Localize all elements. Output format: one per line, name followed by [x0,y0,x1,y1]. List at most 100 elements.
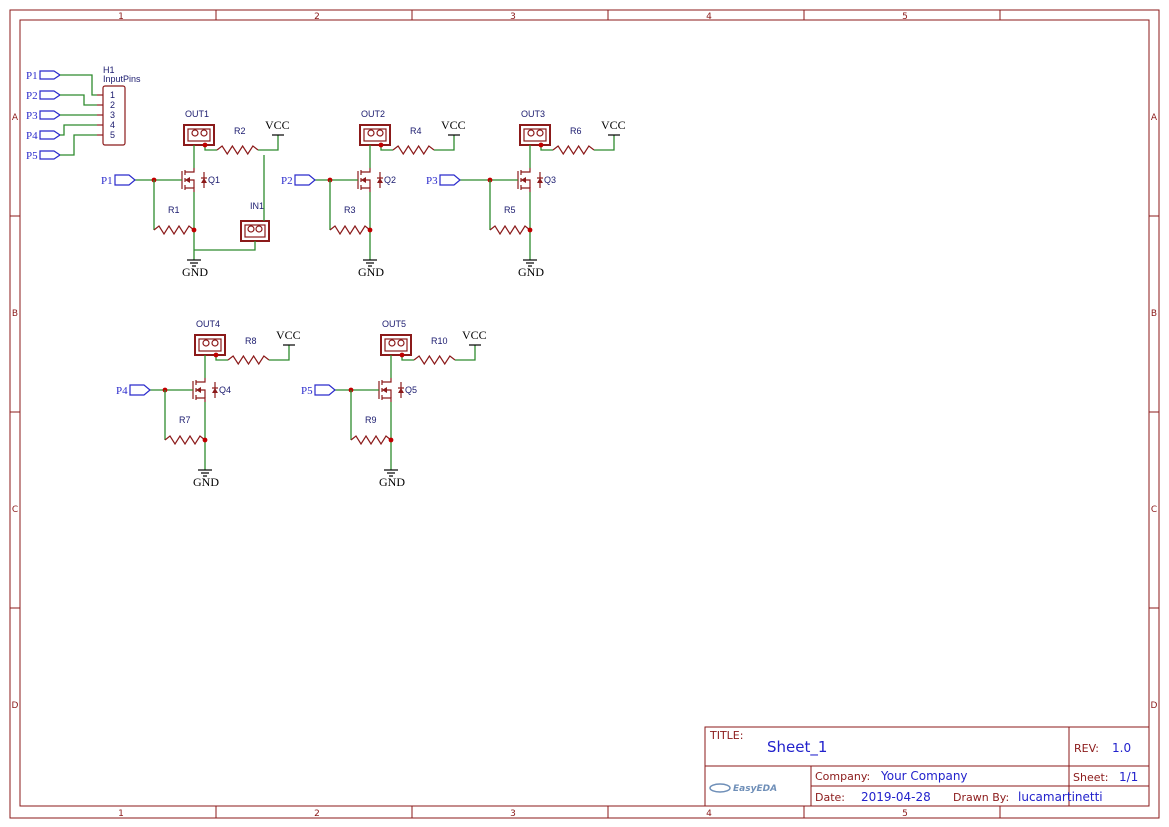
gate-resistor-3[interactable]: R5 [489,205,531,236]
mosfet-5[interactable]: Q5 [378,378,417,402]
header-pin-3: 3 [110,110,115,120]
ground-label-4: GND [193,475,219,489]
ground-label-1: GND [182,265,208,279]
ground-symbol-5: GND [379,469,405,489]
header-pin-1: 1 [110,90,115,100]
gate-resistor-label-4: R7 [179,415,191,425]
company-label: Company: [815,770,870,783]
out-connector-label-4: OUT4 [196,319,220,329]
out-connector-5[interactable]: OUT5 [380,319,412,356]
gate-resistor-5[interactable]: R9 [350,415,392,446]
header-pin-2: 2 [110,100,115,110]
header-ref-label: H1 [103,65,115,75]
header-name-label: InputPins [103,74,141,84]
out-connector-label-1: OUT1 [185,109,209,119]
out-connector-4[interactable]: OUT4 [194,319,226,356]
gate-port-5: P5 [301,384,336,397]
zone-col-top-5: 5 [902,12,908,22]
mosfet-label-3: Q3 [544,175,556,185]
title-block: TITLE: Sheet_1 REV: 1.0 Company: Your Co… [704,726,1150,807]
vcc-label-4: VCC [276,328,301,342]
gate-port-label-1: P1 [101,175,113,187]
easyeda-logo-icon [709,783,731,793]
ground-symbol-3: GND [518,259,544,279]
title-label: TITLE: [709,729,743,742]
gate-resistor-label-2: R3 [344,205,356,215]
gate-resistor-1[interactable]: R1 [153,205,195,236]
gate-port-label-4: P4 [116,385,128,397]
zone-col-bottom-5: 5 [902,809,908,819]
in1-connector[interactable]: IN1 [194,155,270,251]
out-connector-label-5: OUT5 [382,319,406,329]
zone-labels: 1 2 3 4 5 1 2 3 4 5 A B C D A B C D [12,12,1158,819]
mosfet-3[interactable]: Q3 [517,168,556,192]
zone-row-left-d: D [12,701,19,711]
date-value: 2019-04-28 [861,790,931,804]
ground-symbol-1: GND [182,259,208,279]
pullup-label-4: R8 [245,336,257,346]
out-connector-label-3: OUT3 [521,109,545,119]
gate-resistor-2[interactable]: R3 [329,205,371,236]
ground-symbol-4: GND [193,469,219,489]
pullup-resistor-5[interactable]: R10 [413,336,456,366]
mosfet-2[interactable]: Q2 [357,168,396,192]
zone-row-right-d: D [1151,701,1158,711]
pullup-label-3: R6 [570,126,582,136]
gate-port-2: P2 [281,174,316,187]
easyeda-logo-text: EasyEDA [733,784,777,794]
zone-col-top-3: 3 [510,12,516,22]
pullup-resistor-1[interactable]: R2 [216,126,259,156]
company-value: Your Company [880,769,968,783]
header-port-p3: P3 [26,110,38,122]
zone-row-left-a: A [12,113,19,123]
gate-resistor-4[interactable]: R7 [164,415,206,446]
date-label: Date: [815,791,845,804]
header-port-p2: P2 [26,90,38,102]
mosfet-label-2: Q2 [384,175,396,185]
zone-row-right-a: A [1151,113,1158,123]
mosfet-label-4: Q4 [219,385,231,395]
sheet-frame [9,9,1160,819]
gate-port-4: P4 [116,384,151,397]
ground-label-2: GND [358,265,384,279]
gate-resistor-label-5: R9 [365,415,377,425]
rev-label: REV: [1074,742,1099,755]
header-pin-4: 4 [110,120,115,130]
easyeda-logo: EasyEDA [709,783,777,794]
in1-ref-label: IN1 [250,201,264,211]
vcc-label-5: VCC [462,328,487,342]
pullup-resistor-3[interactable]: R6 [552,126,595,156]
mosfet-label-1: Q1 [208,175,220,185]
out-connector-1[interactable]: OUT1 [183,109,215,146]
header-pin-5: 5 [110,130,115,140]
gate-port-label-2: P2 [281,175,293,187]
pullup-resistor-4[interactable]: R8 [227,336,270,366]
mosfet-1[interactable]: Q1 [181,168,220,192]
zone-col-top-2: 2 [314,12,320,22]
zone-row-left-b: B [12,309,18,319]
header-port-p1: P1 [26,70,38,82]
pullup-label-1: R2 [234,126,246,136]
out-connector-2[interactable]: OUT2 [359,109,391,146]
vcc-label-3: VCC [601,118,626,132]
zone-col-bottom-1: 1 [118,809,124,819]
vcc-symbol-2: VCC [441,118,466,136]
out-connector-label-2: OUT2 [361,109,385,119]
vcc-label-2: VCC [441,118,466,132]
vcc-symbol-5: VCC [462,328,487,346]
mosfet-4[interactable]: Q4 [192,378,231,402]
input-pins-header[interactable]: H1 InputPins 1 2 3 4 5 [97,65,141,146]
out-connector-3[interactable]: OUT3 [519,109,551,146]
sheet-label: Sheet: [1073,771,1109,784]
ground-symbol-2: GND [358,259,384,279]
zone-col-bottom-2: 2 [314,809,320,819]
pullup-resistor-2[interactable]: R4 [392,126,435,156]
zone-col-bottom-4: 4 [706,809,712,819]
sheet-value: 1/1 [1119,770,1138,784]
ground-label-3: GND [518,265,544,279]
